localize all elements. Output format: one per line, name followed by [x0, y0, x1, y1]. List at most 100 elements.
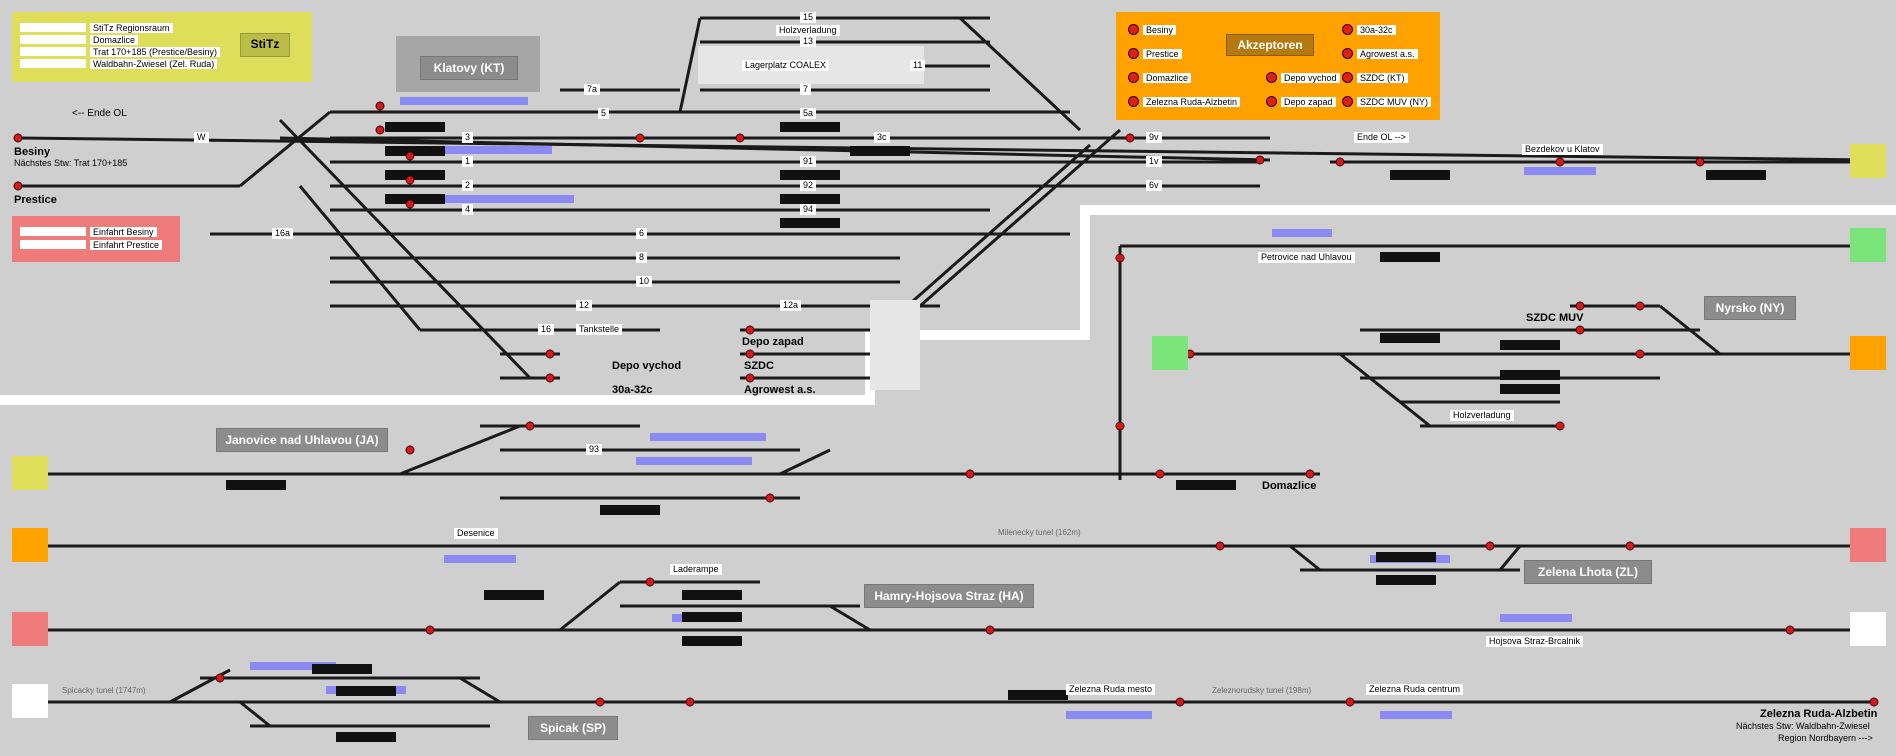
signal-lamp-icon	[1128, 96, 1139, 107]
tracks	[19, 16, 1871, 728]
stitz-legend-row: StiTz Regionsraum	[20, 22, 173, 33]
signal-lamp-icon	[1342, 24, 1353, 35]
station-spicak[interactable]: Spicak (SP)	[528, 716, 618, 740]
signal-lamp-icon	[1342, 96, 1353, 107]
akzeptoren-title[interactable]: Akzeptoren	[1226, 34, 1314, 56]
stitz-legend-row: Trat 170+185 (Prestice/Besiny)	[20, 46, 220, 57]
key-block-icon	[20, 227, 86, 236]
prestice-label: Prestice	[14, 194, 57, 206]
ende-ol-right-label: Ende OL -->	[1354, 132, 1409, 143]
akzeptor-szdc-kt[interactable]: SZDC (KT)	[1342, 72, 1408, 83]
einfahrt-label: Einfahrt Prestice	[90, 239, 163, 250]
key-block-icon	[20, 59, 86, 68]
track-label: 10	[636, 276, 653, 287]
region-nordbayern-label: Region Nordbayern --->	[1778, 733, 1873, 743]
track-label: 1v	[1146, 156, 1162, 167]
akzeptor-zr-alzbetin[interactable]: Zelezna Ruda-Alzbetin	[1128, 96, 1241, 107]
track-label: 6	[636, 228, 648, 239]
track-label: 92	[800, 180, 817, 191]
track-label: 4	[462, 204, 474, 215]
edge-petrovice[interactable]	[1850, 228, 1886, 262]
akzeptor-30a32c[interactable]: 30a-32c	[1342, 24, 1396, 35]
station-klatovy[interactable]: Klatovy (KT)	[420, 56, 518, 80]
akzeptor-agrowest[interactable]: Agrowest a.s.	[1342, 48, 1418, 59]
station-hamry[interactable]: Hamry-Hojsova Straz (HA)	[864, 584, 1034, 608]
edge-desenice-west[interactable]	[12, 528, 48, 562]
naechstes-trat-label: Nächstes Stw: Trat 170+185	[14, 158, 128, 168]
einfahrt-label: Einfahrt Besiny	[90, 226, 157, 237]
30a32c-label: 30a-32c	[612, 384, 653, 396]
key-block-icon	[20, 240, 86, 249]
akzeptor-domazlice[interactable]: Domazlice	[1128, 72, 1192, 83]
edge-hamry-west[interactable]	[12, 612, 48, 646]
edge-nyrsko-east[interactable]	[1850, 336, 1886, 370]
track-number-blocks	[226, 122, 1766, 742]
edge-zl-east[interactable]	[1850, 528, 1886, 562]
track-label: 11	[910, 60, 926, 71]
desenice-label: Desenice	[454, 528, 498, 539]
akzeptor-label: SZDC MUV (NY)	[1357, 96, 1431, 107]
einfahrt-row[interactable]: Einfahrt Prestice	[20, 239, 163, 250]
stitz-legend-row: Waldbahn-Zwiesel (Zel. Ruda)	[20, 58, 218, 69]
track-label: 16	[538, 324, 555, 335]
holzverladung-top-label: Holzverladung	[776, 25, 840, 36]
track-label: 7a	[584, 84, 601, 95]
signal-lamp-icon	[1266, 96, 1277, 107]
akzeptor-label: Besiny	[1143, 24, 1177, 35]
akzeptor-label: SZDC (KT)	[1357, 72, 1408, 83]
track-label: 7	[800, 84, 812, 95]
einfahrt-row[interactable]: Einfahrt Besiny	[20, 226, 157, 237]
track-label: 15	[800, 12, 817, 23]
track-label: 3	[462, 132, 474, 143]
akzeptor-label: Prestice	[1143, 48, 1182, 59]
track-label: 3c	[874, 132, 890, 143]
key-block-icon	[20, 35, 86, 44]
edge-hamry-east[interactable]	[1850, 612, 1886, 646]
track-label: 93	[586, 444, 603, 455]
hojsova-label: Hojsova Straz-Brcalnik	[1486, 636, 1584, 647]
track-label: 94	[800, 204, 817, 215]
einfahrt-panel: Einfahrt Besiny Einfahrt Prestice	[12, 216, 180, 262]
zr-centrum-label: Zelezna Ruda centrum	[1366, 684, 1464, 695]
spicacky-tunnel-label: Spicacky tunel (1747m)	[62, 686, 146, 695]
tankstelle-label: Tankstelle	[576, 324, 623, 335]
edge-spicak-west[interactable]	[12, 684, 48, 718]
track-label: 2	[462, 180, 474, 191]
occupied-sections	[250, 97, 1596, 719]
station-nyrsko[interactable]: Nyrsko (NY)	[1704, 296, 1796, 320]
akzeptor-depo-zapad[interactable]: Depo zapad	[1266, 96, 1336, 107]
track-label: 5a	[800, 108, 817, 119]
track-label: 5	[598, 108, 610, 119]
track-label: W	[194, 132, 209, 143]
station-zelena-lhota[interactable]: Zelena Lhota (ZL)	[1524, 560, 1652, 584]
zr-mesto-label: Zelezna Ruda mesto	[1066, 684, 1156, 695]
station-janovice[interactable]: Janovice nad Uhlavou (JA)	[216, 428, 388, 452]
akzeptor-szdc-muv[interactable]: SZDC MUV (NY)	[1342, 96, 1431, 107]
laderampe-label: Laderampe	[670, 564, 722, 575]
szdc-muv-label: SZDC MUV	[1526, 312, 1584, 324]
bezdekov-label: Bezdekov u Klatov	[1522, 144, 1603, 155]
akzeptor-label: Depo vychod	[1281, 72, 1340, 83]
edge-janovice-west[interactable]	[12, 456, 48, 490]
akzeptor-depo-vychod[interactable]: Depo vychod	[1266, 72, 1340, 83]
zr-alzbetin-label: Zelezna Ruda-Alzbetin	[1760, 708, 1878, 720]
edge-nyrsko-west[interactable]	[1152, 336, 1188, 370]
agrowest-label: Agrowest a.s.	[744, 384, 816, 396]
stitz-button[interactable]: StiTz	[240, 33, 290, 57]
depo-vychod-label: Depo vychod	[612, 360, 682, 372]
stitz-legend-label: Trat 170+185 (Prestice/Besiny)	[90, 46, 220, 57]
stitz-legend-row: Domazlice	[20, 34, 139, 45]
signal-lamp-icon	[1342, 48, 1353, 59]
checker-area	[870, 300, 920, 390]
milenecky-tunnel-label: Milenecky tunel (162m)	[998, 528, 1081, 537]
domazlice-label: Domazlice	[1262, 480, 1317, 492]
akzeptor-label: Domazlice	[1143, 72, 1192, 83]
track-label: 6v	[1146, 180, 1162, 191]
akzeptor-prestice[interactable]: Prestice	[1128, 48, 1182, 59]
akzeptoren-panel: Akzeptoren Besiny Prestice Domazlice Zel…	[1116, 12, 1440, 120]
signal-lamp-icon	[1266, 72, 1277, 83]
edge-besiny-akzeptor[interactable]	[1850, 144, 1886, 178]
stitz-legend-label: StiTz Regionsraum	[90, 22, 173, 33]
akzeptor-besiny[interactable]: Besiny	[1128, 24, 1177, 35]
